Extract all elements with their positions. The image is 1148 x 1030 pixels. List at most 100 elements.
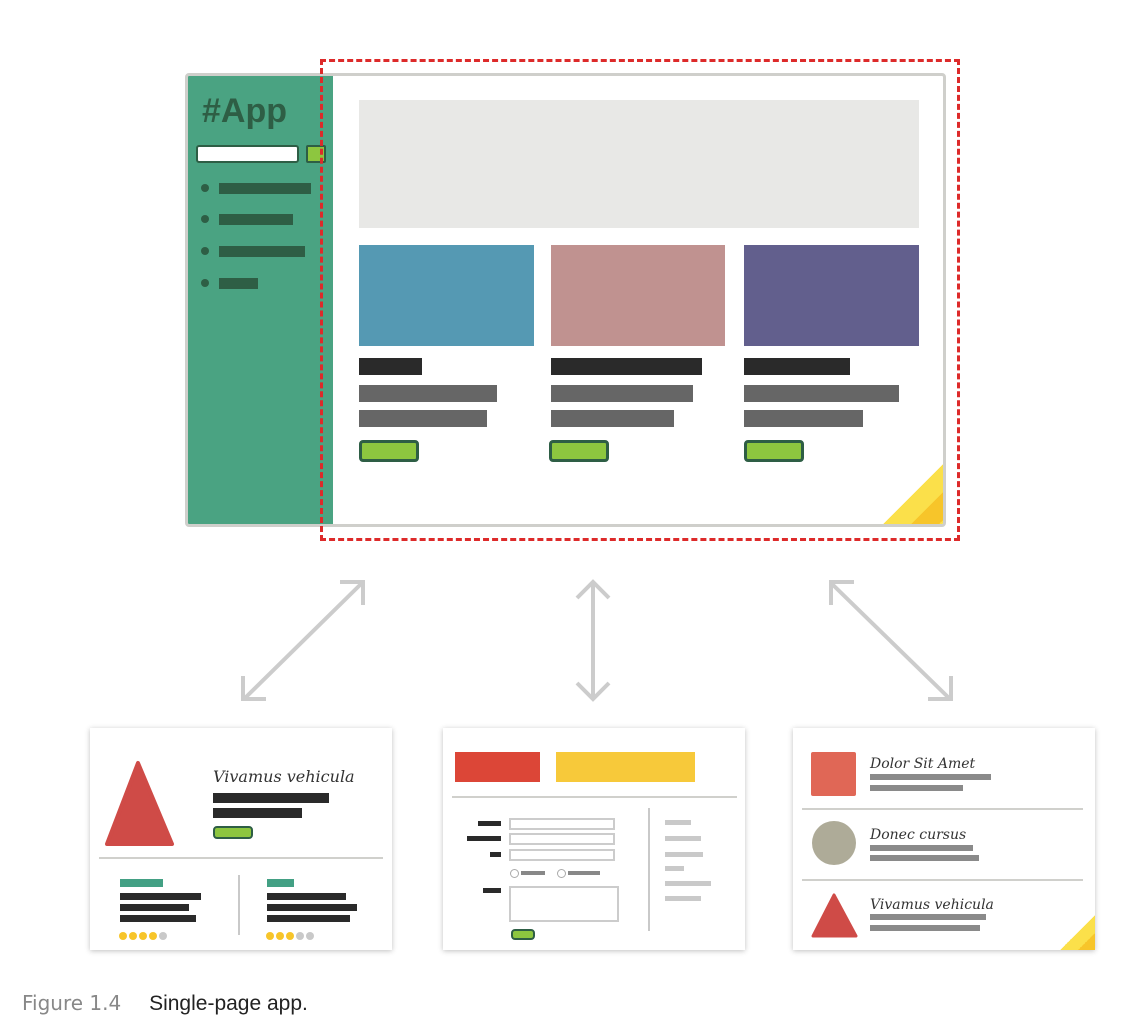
yellow-corner-stripe bbox=[843, 424, 943, 524]
star-empty-icon bbox=[159, 932, 167, 940]
star-filled-icon bbox=[149, 932, 157, 940]
nav-link[interactable] bbox=[665, 866, 684, 871]
star-empty-icon bbox=[296, 932, 304, 940]
sidebar-item-bar bbox=[219, 183, 311, 194]
list-item-title: Dolor Sit Amet bbox=[870, 756, 976, 772]
card-button-3[interactable] bbox=[744, 440, 804, 462]
nav-link[interactable] bbox=[665, 852, 703, 857]
card-text bbox=[551, 385, 693, 402]
nav-link[interactable] bbox=[665, 896, 701, 901]
field-label bbox=[467, 836, 501, 841]
radio-label bbox=[521, 871, 545, 875]
sidebar-item-bar bbox=[219, 278, 258, 289]
radio-button[interactable] bbox=[557, 869, 566, 878]
field-label bbox=[490, 852, 501, 857]
radio-button[interactable] bbox=[510, 869, 519, 878]
card-text bbox=[551, 410, 674, 427]
divider bbox=[99, 857, 383, 859]
double-arrow-icon bbox=[829, 580, 953, 701]
divider bbox=[802, 808, 1083, 810]
review-heading bbox=[267, 879, 294, 887]
text-line bbox=[870, 855, 979, 861]
card-image-3 bbox=[744, 245, 919, 346]
yellow-corner-stripe bbox=[1040, 895, 1095, 950]
card-image-1 bbox=[359, 245, 534, 346]
figure-text: Single-page app. bbox=[149, 992, 308, 1015]
divider bbox=[452, 796, 737, 798]
star-filled-icon bbox=[139, 932, 147, 940]
dynamic-region-outline bbox=[320, 59, 960, 541]
yellow-header-block bbox=[556, 752, 695, 782]
field-label bbox=[483, 888, 501, 893]
text-line bbox=[120, 915, 196, 922]
list-item-title: Donec cursus bbox=[870, 827, 967, 843]
divider bbox=[648, 808, 650, 931]
sidebar-item-bar bbox=[219, 246, 305, 257]
field-label bbox=[478, 821, 501, 826]
card-title-1 bbox=[359, 358, 422, 375]
text-input[interactable] bbox=[509, 833, 615, 845]
star-filled-icon bbox=[129, 932, 137, 940]
text-line bbox=[213, 808, 302, 818]
submit-button[interactable] bbox=[511, 929, 535, 940]
star-filled-icon bbox=[286, 932, 294, 940]
sidebar-item-bar bbox=[219, 214, 293, 225]
card-title-3 bbox=[744, 358, 850, 375]
figure-label: Figure 1.4 bbox=[22, 991, 122, 1015]
card-title-2 bbox=[551, 358, 702, 375]
app-title: #App bbox=[202, 92, 287, 130]
bullet-icon bbox=[201, 279, 209, 287]
star-filled-icon bbox=[119, 932, 127, 940]
star-filled-icon bbox=[276, 932, 284, 940]
text-line bbox=[870, 925, 980, 931]
text-line bbox=[870, 914, 986, 920]
sidebar-search-input[interactable] bbox=[196, 145, 299, 163]
double-arrow-icon bbox=[241, 580, 365, 701]
radio-label bbox=[568, 871, 600, 875]
figure-caption: Figure 1.4 Single-page app. bbox=[22, 991, 308, 1016]
nav-link[interactable] bbox=[665, 820, 691, 825]
rating-stars bbox=[119, 932, 167, 940]
star-filled-icon bbox=[266, 932, 274, 940]
textarea[interactable] bbox=[509, 886, 619, 922]
red-header-block bbox=[455, 752, 540, 782]
card-image-2 bbox=[551, 245, 725, 346]
product-title: Vivamus vehicula bbox=[213, 767, 355, 786]
card-text bbox=[359, 410, 487, 427]
card-text bbox=[744, 410, 863, 427]
list-item-title: Vivamus vehicula bbox=[870, 897, 994, 913]
bullet-icon bbox=[201, 215, 209, 223]
text-line bbox=[120, 904, 189, 911]
text-line bbox=[267, 904, 357, 911]
star-empty-icon bbox=[306, 932, 314, 940]
text-input[interactable] bbox=[509, 818, 615, 830]
bullet-icon bbox=[201, 247, 209, 255]
card-text bbox=[359, 385, 497, 402]
divider bbox=[802, 879, 1083, 881]
hero-banner bbox=[359, 100, 919, 228]
triangle-shape bbox=[811, 893, 858, 938]
text-line bbox=[120, 893, 201, 900]
card-button-1[interactable] bbox=[359, 440, 419, 462]
text-line bbox=[870, 845, 973, 851]
text-line bbox=[213, 793, 329, 803]
text-line bbox=[870, 785, 963, 791]
text-line bbox=[267, 915, 350, 922]
double-arrow-icon bbox=[575, 579, 611, 702]
divider bbox=[238, 875, 240, 935]
circle-shape bbox=[812, 821, 856, 865]
bullet-icon bbox=[201, 184, 209, 192]
triangle-shape bbox=[105, 761, 174, 846]
rating-stars bbox=[266, 932, 314, 940]
product-button[interactable] bbox=[213, 826, 253, 839]
nav-link[interactable] bbox=[665, 881, 711, 886]
text-line bbox=[870, 774, 991, 780]
text-line bbox=[267, 893, 346, 900]
nav-link[interactable] bbox=[665, 836, 701, 841]
review-heading bbox=[120, 879, 163, 887]
card-text bbox=[744, 385, 899, 402]
card-button-2[interactable] bbox=[549, 440, 609, 462]
square-shape bbox=[811, 752, 856, 796]
arrows bbox=[241, 579, 953, 702]
text-input[interactable] bbox=[509, 849, 615, 861]
